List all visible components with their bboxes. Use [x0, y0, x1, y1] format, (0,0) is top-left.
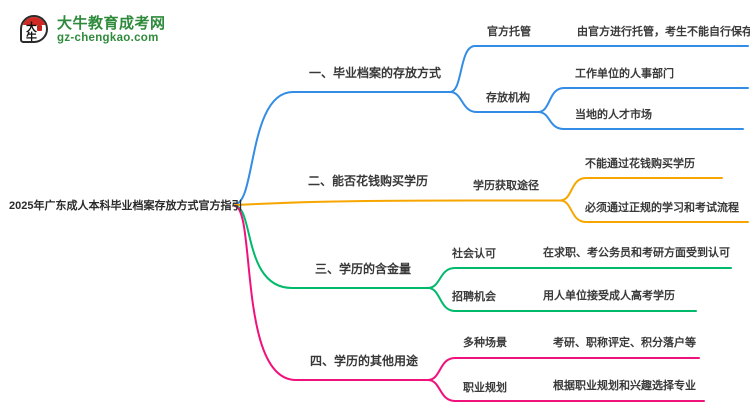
branch1-child2-line [449, 91, 539, 113]
branch4-connectors [234, 205, 705, 402]
site-url: gz-chengkao.com [57, 31, 159, 44]
site-logo: 大牛 大牛教育成考网 gz-chengkao.com [20, 13, 166, 46]
branch1-child1-label: 官方托管 [487, 26, 531, 38]
logo-red-seal [37, 25, 42, 31]
branch3-child2-leaf1: 用人单位接受成人高考学历 [543, 290, 675, 302]
branch1-child1-line [449, 45, 749, 93]
branch1-main-line [234, 91, 451, 205]
branch4-child1-label: 多种场景 [463, 337, 507, 349]
bull-logo-icon: 大牛 [20, 13, 51, 46]
branch1-title: 一、毕业档案的存放方式 [309, 66, 442, 80]
branch3-leaf2-line [427, 287, 697, 312]
branch1-child2-leaf1: 工作单位的人事部门 [575, 68, 674, 80]
branch3-title: 三、学历的含金量 [315, 262, 412, 276]
branch4-child2-label: 职业规划 [463, 382, 507, 394]
branch2-connectors [234, 177, 749, 223]
branch3-child1-label: 社会认可 [452, 248, 496, 260]
branch4-leaf1-line [427, 357, 700, 381]
branch4-leaf2-line [427, 379, 705, 402]
branch1-child2-leaf2: 当地的人才市场 [575, 109, 652, 121]
branch1-connectors [234, 45, 749, 205]
branch1-leaf3-line [537, 111, 744, 130]
branch2-child1-leaf1: 不能通过花钱购买学历 [585, 158, 695, 170]
branch1-leaf2-line [537, 87, 749, 113]
branch2-leaf2-line [559, 199, 749, 223]
site-name: 大牛教育成考网 [57, 14, 166, 32]
branch3-child1-leaf1: 在求职、考公务员和考研方面受到认可 [543, 247, 730, 259]
branch2-leaf1-line [559, 177, 723, 202]
branch2-child1-label: 学历获取途径 [473, 180, 539, 192]
logo-red-arc [23, 17, 46, 25]
branch4-main-line [234, 205, 429, 381]
branch1-child1-leaf1: 由官方进行托管，考生不能自行保存 [577, 26, 750, 38]
branch2-main-line [234, 199, 561, 206]
logo-hanzi: 大牛 [26, 22, 37, 43]
branch3-child2-label: 招聘机会 [452, 291, 496, 303]
root-topic: 2025年广东成人本科毕业档案存放方式官方指引 [9, 200, 243, 212]
logo-text-block: 大牛教育成考网 gz-chengkao.com [57, 15, 166, 45]
branch2-child1-leaf2: 必须通过正规的学习和考试流程 [585, 202, 739, 214]
branch2-title: 二、能否花钱购买学历 [308, 174, 429, 188]
branch4-title: 四、学历的其他用途 [310, 354, 419, 368]
branch3-leaf1-line [427, 267, 732, 289]
branch4-child1-leaf1: 考研、职称评定、积分落户等 [553, 337, 696, 349]
branch1-child2-label: 存放机构 [486, 92, 530, 104]
logo-circle: 大牛 [20, 15, 48, 43]
branch4-child2-leaf1: 根据职业规划和兴趣选择专业 [553, 380, 696, 392]
branch3-main-line [234, 205, 429, 289]
branch3-connectors [234, 205, 732, 312]
